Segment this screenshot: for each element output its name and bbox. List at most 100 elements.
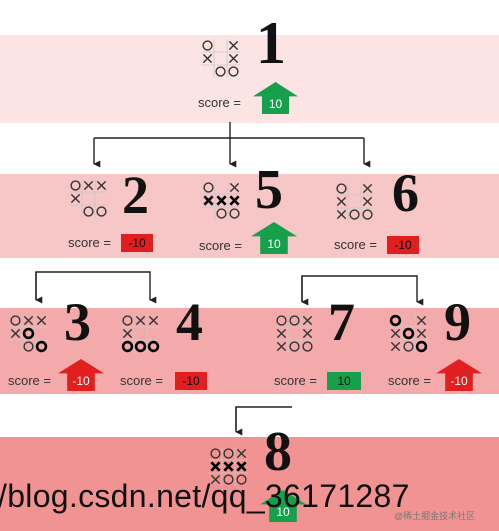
score-up-arrow-icon — [436, 359, 482, 391]
o-mark — [289, 341, 300, 352]
o-mark — [302, 341, 313, 352]
o-mark — [223, 448, 234, 459]
o-mark — [362, 209, 373, 220]
band-level-4 — [0, 437, 499, 531]
o-mark — [289, 315, 300, 326]
o-mark — [202, 40, 213, 51]
o-mark — [83, 206, 94, 217]
board-7 — [274, 313, 315, 359]
o-mark — [415, 340, 428, 353]
node-number-9: 9 — [444, 292, 471, 352]
score-value-7: 10 — [327, 372, 361, 390]
x-mark — [216, 195, 227, 206]
x-mark — [236, 448, 247, 459]
x-mark — [362, 183, 373, 194]
x-mark — [223, 461, 234, 472]
o-mark — [336, 183, 347, 194]
watermark-url: /blog.csdn.net/qq_36171287 — [0, 478, 410, 514]
score-label-3: score = — [8, 373, 51, 388]
o-mark — [236, 474, 247, 485]
node-number-4: 4 — [176, 292, 203, 352]
board-6 — [334, 181, 375, 227]
node-1: 1 score = 10 — [198, 10, 308, 115]
score-up-arrow-icon — [253, 82, 298, 114]
board-9 — [388, 313, 429, 359]
node-7: 7 score = 10 — [272, 295, 382, 395]
score-value-text: -10 — [450, 374, 468, 389]
score-value-1: 10 — [253, 82, 298, 114]
x-mark — [70, 193, 81, 204]
x-mark — [416, 315, 427, 326]
connector-1-2 — [94, 122, 364, 164]
node-number-1: 1 — [256, 10, 286, 76]
band-level-1 — [0, 35, 499, 123]
credit-text: @稀土掘金技术社区 — [394, 511, 476, 521]
score-label-6: score = — [334, 237, 377, 252]
score-value-8: 10 — [260, 490, 306, 522]
x-mark — [36, 315, 47, 326]
score-label-4: score = — [120, 373, 163, 388]
o-mark — [121, 340, 134, 353]
score-label-7: score = — [274, 373, 317, 388]
x-mark — [229, 182, 240, 193]
board-3 — [8, 313, 49, 359]
x-mark — [203, 195, 214, 206]
x-mark — [302, 328, 313, 339]
o-mark — [403, 341, 414, 352]
score-label-1: score = — [198, 95, 241, 110]
x-mark — [122, 328, 133, 339]
board-2 — [68, 178, 109, 224]
x-mark — [148, 315, 159, 326]
x-mark — [96, 180, 107, 191]
node-number-7: 7 — [328, 292, 355, 352]
score-value-text: 10 — [267, 237, 281, 252]
x-mark — [83, 180, 94, 191]
o-mark — [96, 206, 107, 217]
score-up-arrow-icon — [58, 359, 104, 391]
o-mark — [23, 341, 34, 352]
o-mark — [203, 182, 214, 193]
node-9: 9 score = -10 — [386, 295, 496, 395]
score-label-5: score = — [199, 238, 242, 253]
board-1 — [200, 38, 241, 84]
node-number-2: 2 — [122, 165, 149, 225]
o-mark — [215, 66, 226, 77]
board-5 — [201, 180, 242, 226]
x-mark — [276, 341, 287, 352]
x-mark — [210, 461, 221, 472]
node-2: 2 score = -10 — [66, 168, 176, 258]
x-mark — [228, 40, 239, 51]
o-mark — [223, 474, 234, 485]
x-mark — [135, 315, 146, 326]
node-number-3: 3 — [64, 292, 91, 352]
o-mark — [35, 340, 48, 353]
x-mark — [336, 209, 347, 220]
node-number-8: 8 — [264, 421, 292, 483]
o-mark — [22, 327, 35, 340]
o-mark — [10, 315, 21, 326]
node-5: 5 score = 10 — [199, 162, 309, 258]
node-4: 4 score = -10 — [118, 295, 228, 395]
score-up-arrow-icon — [251, 222, 297, 254]
node-number-5: 5 — [255, 159, 283, 221]
score-up-arrow-icon — [260, 490, 306, 522]
x-mark — [23, 315, 34, 326]
o-mark — [210, 448, 221, 459]
x-mark — [390, 341, 401, 352]
o-mark — [276, 315, 287, 326]
node-6: 6 score = -10 — [332, 166, 442, 258]
x-mark — [416, 328, 427, 339]
x-mark — [229, 195, 240, 206]
score-value-4: -10 — [175, 372, 207, 390]
score-value-2: -10 — [121, 234, 153, 252]
x-mark — [362, 196, 373, 207]
o-mark — [349, 209, 360, 220]
score-value-9: -10 — [436, 359, 482, 391]
x-mark — [390, 328, 401, 339]
o-mark — [70, 180, 81, 191]
node-8: 8 10 — [206, 424, 316, 524]
score-label-2: score = — [68, 235, 111, 250]
score-value-text: 10 — [268, 97, 283, 112]
score-value-3: -10 — [58, 359, 104, 391]
x-mark — [10, 328, 21, 339]
